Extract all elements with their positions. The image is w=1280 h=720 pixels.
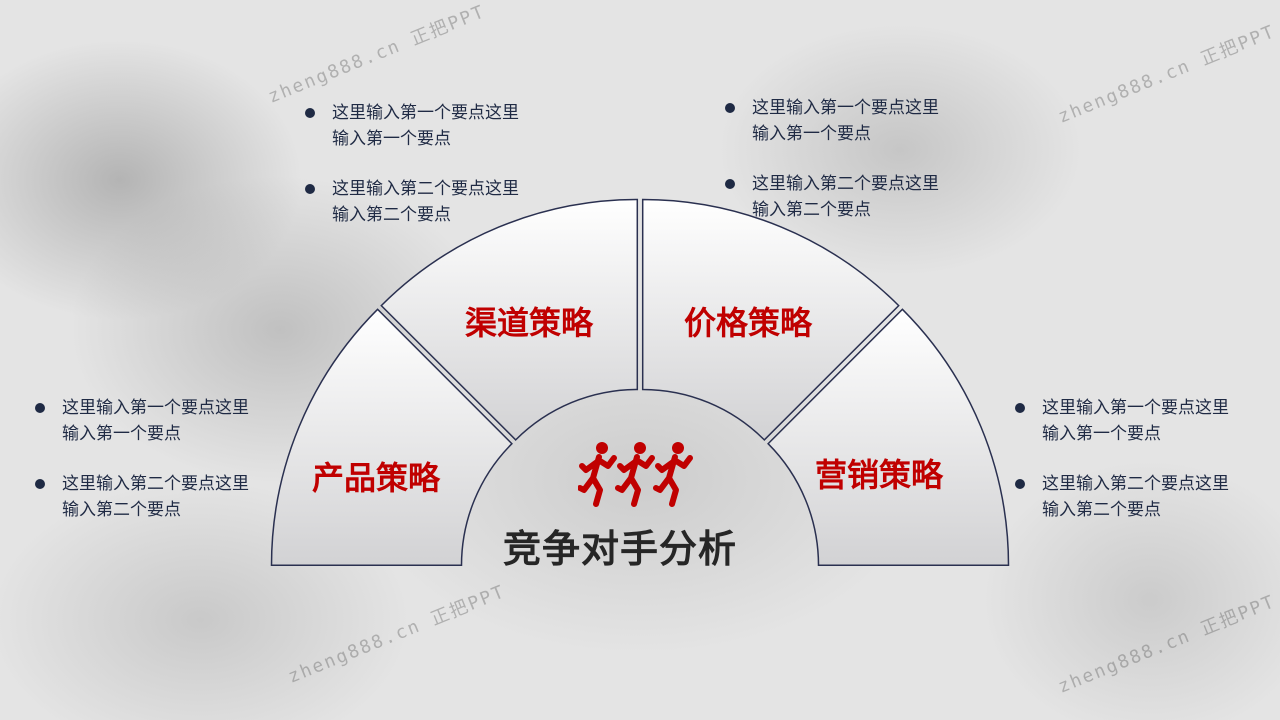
bullet-dot-icon bbox=[725, 179, 735, 189]
bullet-text: 这里输入第二个要点这里输入第二个要点 bbox=[332, 179, 519, 225]
bullet-dot-icon bbox=[725, 103, 735, 113]
segment-label-price: 价格策略 bbox=[684, 304, 813, 342]
bullet-group-left: 这里输入第一个要点这里输入第一个要点 这里输入第二个要点这里输入第二个要点 bbox=[35, 395, 265, 547]
diagram-title: 竞争对手分析 bbox=[503, 527, 738, 571]
bullet-item: 这里输入第二个要点这里输入第二个要点 bbox=[725, 171, 955, 223]
segment-label-product: 产品策略 bbox=[312, 459, 441, 497]
runners-icon bbox=[578, 440, 698, 507]
segment-product bbox=[270, 308, 513, 567]
segment-channel bbox=[380, 198, 639, 441]
bullet-item: 这里输入第二个要点这里输入第二个要点 bbox=[1015, 471, 1245, 523]
bullet-item: 这里输入第二个要点这里输入第二个要点 bbox=[35, 471, 265, 523]
bullet-item: 这里输入第一个要点这里输入第一个要点 bbox=[725, 95, 955, 147]
segment-price bbox=[641, 198, 900, 441]
bullet-text: 这里输入第一个要点这里输入第一个要点 bbox=[332, 103, 519, 149]
segment-label-channel: 渠道策略 bbox=[465, 304, 594, 342]
bullet-dot-icon bbox=[305, 108, 315, 118]
bullet-text: 这里输入第一个要点这里输入第一个要点 bbox=[752, 98, 939, 144]
bullet-dot-icon bbox=[35, 403, 45, 413]
bullet-item: 这里输入第一个要点这里输入第一个要点 bbox=[305, 100, 535, 152]
bullet-item: 这里输入第一个要点这里输入第一个要点 bbox=[35, 395, 265, 447]
bullet-group-top-left: 这里输入第一个要点这里输入第一个要点 这里输入第二个要点这里输入第二个要点 bbox=[305, 100, 535, 252]
bullet-group-right: 这里输入第一个要点这里输入第一个要点 这里输入第二个要点这里输入第二个要点 bbox=[1015, 395, 1245, 547]
bullet-text: 这里输入第一个要点这里输入第一个要点 bbox=[1042, 398, 1229, 444]
bullet-dot-icon bbox=[305, 184, 315, 194]
bullet-item: 这里输入第一个要点这里输入第一个要点 bbox=[1015, 395, 1245, 447]
bullet-dot-icon bbox=[1015, 403, 1025, 413]
bullet-dot-icon bbox=[1015, 479, 1025, 489]
segment-marketing bbox=[767, 308, 1010, 567]
segment-label-marketing: 营销策略 bbox=[815, 456, 944, 494]
bullet-text: 这里输入第一个要点这里输入第一个要点 bbox=[62, 398, 249, 444]
bullet-text: 这里输入第二个要点这里输入第二个要点 bbox=[1042, 474, 1229, 520]
bullet-text: 这里输入第二个要点这里输入第二个要点 bbox=[752, 174, 939, 220]
bullet-text: 这里输入第二个要点这里输入第二个要点 bbox=[62, 474, 249, 520]
bullet-dot-icon bbox=[35, 479, 45, 489]
bullet-group-top-right: 这里输入第一个要点这里输入第一个要点 这里输入第二个要点这里输入第二个要点 bbox=[725, 95, 955, 247]
bullet-item: 这里输入第二个要点这里输入第二个要点 bbox=[305, 176, 535, 228]
